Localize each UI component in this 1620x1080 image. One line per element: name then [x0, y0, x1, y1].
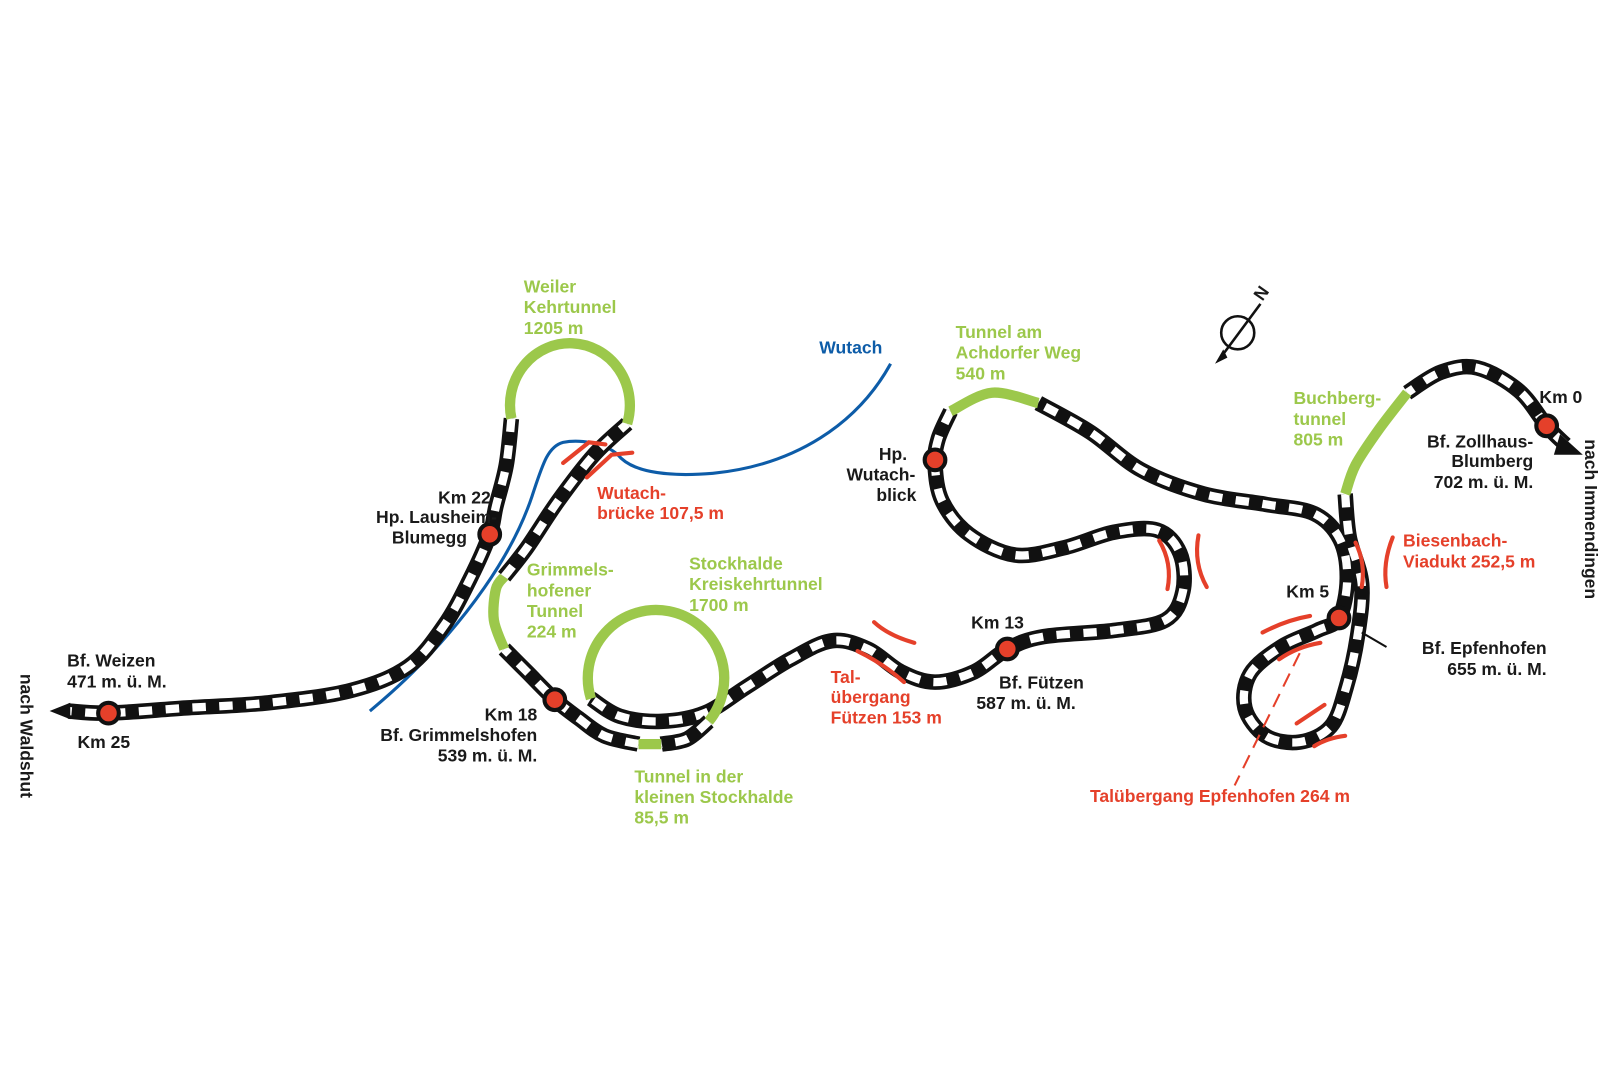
label-line: 540 m	[956, 363, 1006, 383]
station-marker-weizen	[96, 700, 121, 726]
tunnel-grimmelshofener	[488, 573, 510, 651]
label-line: 224 m	[527, 622, 577, 642]
track-sleeper-pattern	[67, 418, 516, 718]
arrow-east-icon	[1553, 434, 1583, 455]
label-line: Biesenbach-	[1403, 531, 1507, 551]
label-line: hofener	[527, 580, 592, 600]
tunnel-weiler	[504, 338, 636, 426]
label-line: Wutach-	[597, 483, 666, 503]
station-label-grimmelshofen: Bf. Grimmelshofen 539 m. ü. M.	[380, 725, 537, 766]
label-line: 539 m. ü. M.	[438, 746, 537, 766]
direction-label-waldshut: nach Waldshut	[17, 674, 37, 798]
tunnel-achdorfer	[948, 387, 1040, 417]
label-line: Bf. Epfenhofen	[1422, 638, 1547, 658]
label-line: 85,5 m	[634, 808, 689, 828]
label-line: Buchberg-	[1294, 388, 1382, 408]
tunnel-buchberg	[1340, 389, 1412, 496]
station-label-lausheim: Hp. Lausheim- Blumegg	[376, 507, 497, 548]
station-label-weizen: Bf. Weizen 471 m. ü. M.	[67, 651, 166, 692]
label-line: Tunnel	[527, 601, 583, 621]
label-line: 1205 m	[524, 318, 584, 338]
tunnel-label-stockhalde: Stockhalde Kreiskehrtunnel 1700 m	[689, 553, 823, 614]
tunnel-label-buchberg: Buchberg- tunnel 805 m	[1294, 388, 1382, 449]
station-marker-zollhaus	[1534, 413, 1560, 439]
bridge-label-fuetzen: Tal- übergang Fützen 153 m	[831, 667, 942, 727]
station-marker-wutachblick	[922, 447, 948, 473]
label-line: Weiler	[524, 276, 577, 296]
tunnel-stockhalde-kreiskehr	[582, 604, 730, 725]
label-line: Kreiskehrtunnel	[689, 574, 823, 594]
track-sleeper-pattern	[501, 646, 640, 749]
label-line: kleinen Stockhalde	[634, 787, 793, 807]
label-line: Bf. Grimmelshofen	[380, 725, 537, 745]
track-sleeper-pattern	[588, 409, 1189, 726]
label-line: tunnel	[1294, 409, 1347, 429]
river-label: Wutach	[819, 337, 882, 357]
km-label-13: Km 13	[971, 612, 1024, 632]
direction-label-immendingen: nach Immendingen	[1581, 439, 1601, 599]
label-line: Hp.	[879, 444, 907, 464]
station-marker-fuetzen	[994, 636, 1020, 662]
label-line: Kehrtunnel	[524, 297, 617, 317]
label-line: Blumegg	[392, 528, 467, 548]
station-label-wutachblick: Hp. Wutach- blick	[847, 444, 917, 505]
label-line: 587 m. ü. M.	[976, 693, 1075, 713]
station-marker-grimmelshofen	[542, 687, 568, 713]
label-line: Hp. Lausheim-	[376, 507, 497, 527]
tunnel-label-achdorfer: Tunnel am Achdorfer Weg 540 m	[956, 322, 1081, 383]
station-marker-lausheim	[477, 521, 503, 547]
label-line: Wutach-	[847, 465, 916, 485]
label-line: Grimmels-	[527, 560, 614, 580]
label-line: Tunnel in der	[634, 766, 743, 786]
bridge-talubergang-epfenhofen	[1233, 613, 1348, 786]
label-line: blick	[876, 485, 916, 505]
km-label-25: Km 25	[77, 732, 130, 752]
label-line: 655 m. ü. M.	[1447, 659, 1546, 679]
bridge-wutachbruecke	[561, 440, 635, 480]
tunnel-label-kleine-stockhalde: Tunnel in der kleinen Stockhalde 85,5 m	[634, 766, 793, 827]
track-sleeper-pattern	[660, 718, 712, 749]
label-line: Blumberg	[1451, 451, 1533, 471]
km-label-0: Km 0	[1539, 387, 1582, 407]
label-line: Stockhalde	[689, 553, 783, 573]
tunnel-label-grimmelshofener: Grimmels- hofener Tunnel 224 m	[527, 560, 614, 642]
tunnels	[488, 338, 1412, 750]
label-line: Bf. Zollhaus-	[1427, 431, 1533, 451]
label-line: Bf. Fützen	[999, 672, 1084, 692]
label-line: 1700 m	[689, 595, 749, 615]
bridge-biesenbach	[1353, 535, 1395, 590]
label-line: Bf. Weizen	[67, 651, 155, 671]
station-label-zollhaus: Bf. Zollhaus- Blumberg 702 m. ü. M.	[1427, 431, 1533, 491]
km-label-5: Km 5	[1286, 581, 1329, 601]
km-label-18: Km 18	[485, 704, 538, 724]
bridge-talubergang-fuetzen	[855, 620, 917, 685]
label-line: brücke 107,5 m	[597, 503, 724, 523]
bridge-label-wutachbruecke: Wutach- brücke 107,5 m	[597, 483, 724, 523]
epfenhofen-leader-line	[1361, 631, 1388, 648]
label-line: Tunnel am	[956, 322, 1042, 342]
label-line: Achdorfer Weg	[956, 343, 1081, 363]
arrow-west-icon	[49, 702, 71, 720]
bridge-unnamed-east	[1157, 533, 1209, 592]
bridge-label-biesenbach: Biesenbach- Viadukt 252,5 m	[1403, 531, 1535, 572]
compass-north-label: N	[1249, 282, 1273, 304]
bridge-label-epfenhofen: Talübergang Epfenhofen 264 m	[1090, 786, 1350, 806]
label-line: 471 m. ü. M.	[67, 671, 166, 691]
station-marker-epfenhofen	[1326, 605, 1352, 631]
label-line: 702 m. ü. M.	[1434, 472, 1533, 492]
label-line: 805 m	[1294, 429, 1344, 449]
label-line: Viadukt 252,5 m	[1403, 551, 1535, 571]
track-sleeper-pattern	[1036, 399, 1367, 747]
label-line: übergang	[831, 687, 911, 707]
station-label-epfenhofen: Bf. Epfenhofen 655 m. ü. M.	[1422, 638, 1547, 679]
tunnel-label-weiler: Weiler Kehrtunnel 1205 m	[524, 276, 617, 337]
epfenhofen-leader-dashed	[1233, 652, 1301, 786]
label-line: Tal-	[831, 667, 861, 687]
station-label-fuetzen: Bf. Fützen 587 m. ü. M.	[976, 672, 1084, 713]
label-line: Fützen 153 m	[831, 707, 942, 727]
compass-icon: N	[1215, 282, 1273, 364]
km-label-22: Km 22	[438, 487, 491, 507]
